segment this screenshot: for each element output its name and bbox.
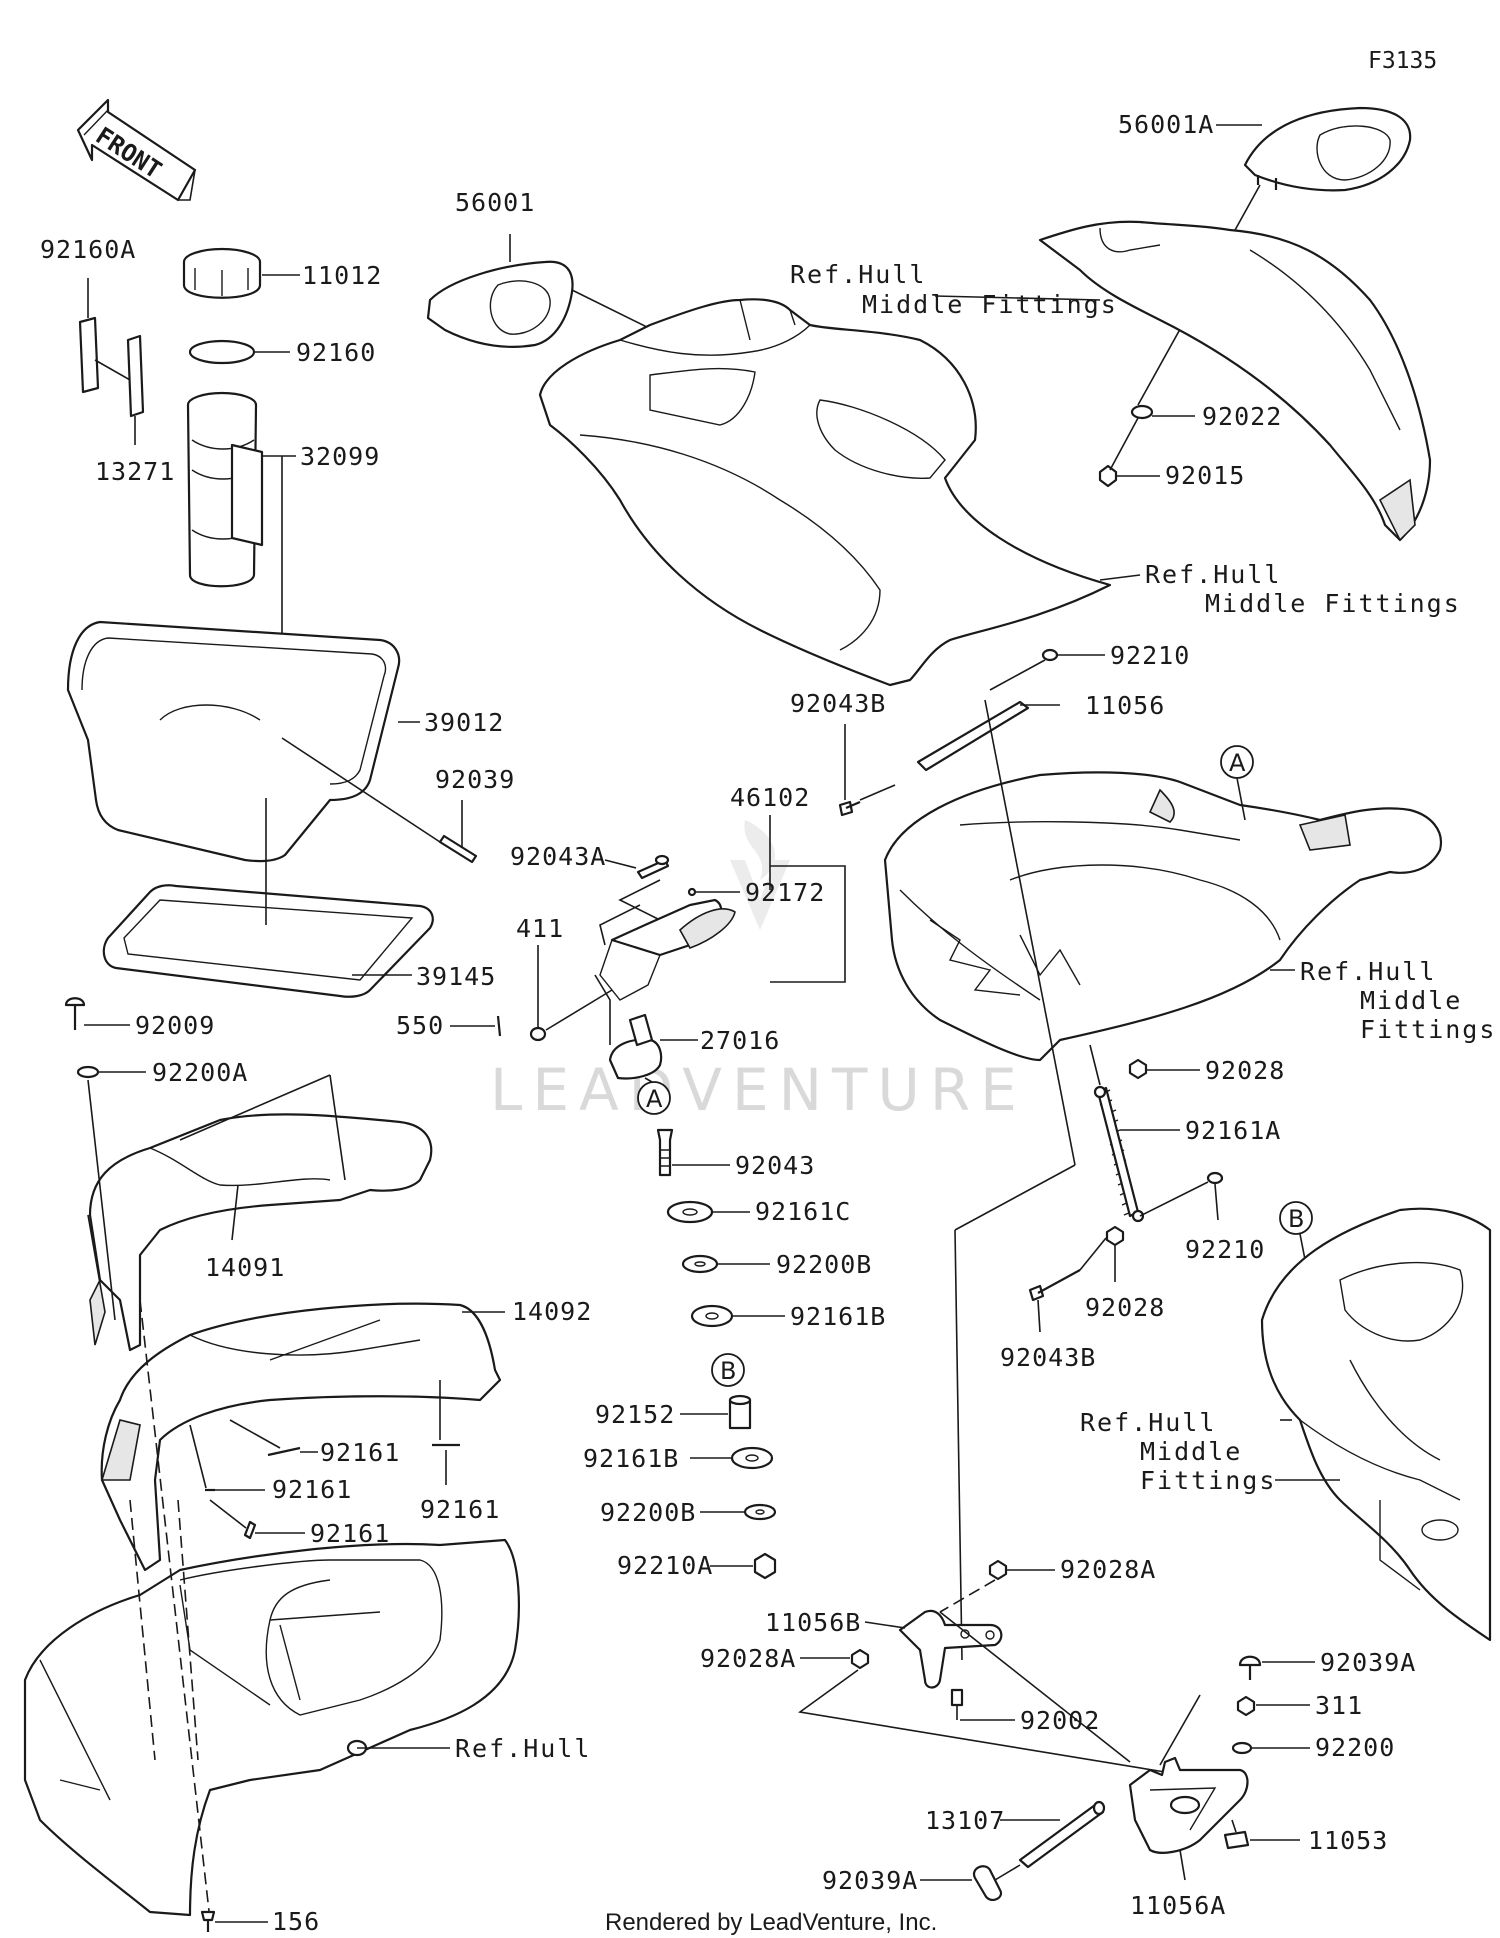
label-92200B-2: 92200B: [600, 1498, 696, 1527]
label-92210-2: 92210: [1185, 1235, 1265, 1264]
label-92160A: 92160A: [40, 235, 136, 264]
label-92152: 92152: [595, 1400, 675, 1429]
label-92161C: 92161C: [755, 1197, 851, 1226]
label-92160: 92160: [296, 338, 376, 367]
part-39012-box-drawing: [66, 620, 401, 863]
label-92161-1: 92161: [320, 1438, 400, 1467]
label-92161-4: 92161: [420, 1495, 500, 1524]
label-92210-top: 92210: [1110, 641, 1190, 670]
label-92039A-1: 92039A: [1320, 1648, 1416, 1677]
label-46102: 46102: [730, 783, 810, 812]
label-13271: 13271: [95, 457, 175, 486]
svg-text:A: A: [1229, 749, 1246, 777]
label-156: 156: [272, 1907, 320, 1936]
label-56001: 56001: [455, 188, 535, 217]
ref-hull-right-console-drawing: [1038, 220, 1432, 542]
label-ref-hull-top-2-line2: Middle Fittings: [1205, 589, 1461, 618]
label-ref-hull-mid-2: Middle: [1360, 986, 1462, 1015]
svg-text:A: A: [646, 1085, 663, 1113]
label-92002: 92002: [1020, 1706, 1100, 1735]
label-411: 411: [516, 914, 564, 943]
label-92200A: 92200A: [152, 1058, 248, 1087]
label-14092: 14092: [512, 1297, 592, 1326]
footer-credit: Rendered by LeadVenture, Inc.: [605, 1909, 937, 1936]
label-11056A: 11056A: [1130, 1891, 1226, 1920]
ref-hull-center-panel-drawing: [538, 298, 1112, 687]
label-92161-2: 92161: [272, 1475, 352, 1504]
svg-text:B: B: [720, 1357, 736, 1385]
label-92161-3: 92161: [310, 1519, 390, 1548]
label-27016: 27016: [700, 1026, 780, 1055]
label-92043: 92043: [735, 1151, 815, 1180]
label-39012: 39012: [424, 708, 504, 737]
label-ref-hull-front: Ref.Hull: [455, 1734, 591, 1763]
part-14091-cover-drawing: [87, 1113, 433, 1352]
callout-a-center: A: [637, 1081, 671, 1115]
part-56001-mirror-drawing: [426, 260, 574, 348]
label-39145: 39145: [416, 962, 496, 991]
label-92015: 92015: [1165, 461, 1245, 490]
label-92009: 92009: [135, 1011, 215, 1040]
part-14092-trim-drawing: [100, 1302, 502, 1572]
label-92028A-1: 92028A: [1060, 1555, 1156, 1584]
label-ref-hull-right-2: Middle: [1140, 1437, 1242, 1466]
part-92043-stud-drawing: [656, 1128, 674, 1177]
part-27016-knob-drawing: [608, 1013, 663, 1080]
ref-hull-deck-drawing: [23, 1538, 520, 1917]
label-ref-hull-mid-1: Ref.Hull: [1300, 957, 1436, 986]
label-92172: 92172: [745, 878, 825, 907]
label-92200B-1: 92200B: [776, 1250, 872, 1279]
label-32099: 32099: [300, 442, 380, 471]
label-11056B: 11056B: [765, 1608, 861, 1637]
label-92200: 92200: [1315, 1733, 1395, 1762]
callout-b-center: B: [711, 1353, 745, 1387]
part-11056B-bracket-drawing: [898, 1609, 1003, 1689]
label-92161B-1: 92161B: [790, 1302, 886, 1331]
svg-text:B: B: [1288, 1205, 1304, 1233]
ref-hull-rear-panel-drawing: [883, 771, 1443, 1062]
label-ref-hull-right-1: Ref.Hull: [1080, 1408, 1216, 1437]
part-32099-neck-drawing: [186, 391, 264, 588]
part-92161A-spring-drawing: [1093, 1085, 1145, 1223]
part-11012-cap-drawing: [182, 247, 262, 299]
label-92039: 92039: [435, 765, 515, 794]
label-11053: 11053: [1308, 1826, 1388, 1855]
label-ref-hull-top-1-line2: Middle Fittings: [862, 290, 1118, 319]
part-92160A-drawing: [78, 316, 100, 394]
label-92028A-2: 92028A: [700, 1644, 796, 1673]
callout-b-right: B: [1279, 1201, 1313, 1235]
callout-a-right: A: [1220, 745, 1254, 779]
label-56001A: 56001A: [1118, 110, 1214, 139]
label-92043B-2: 92043B: [1000, 1343, 1096, 1372]
watermark-text: LEADVENTURE: [490, 1056, 1027, 1124]
ref-hull-right-interior-drawing: [1260, 1207, 1492, 1642]
label-92161B-2: 92161B: [583, 1444, 679, 1473]
label-11012: 11012: [302, 261, 382, 290]
label-311: 311: [1315, 1691, 1363, 1720]
label-92161A: 92161A: [1185, 1116, 1281, 1145]
label-92028-2: 92028: [1085, 1293, 1165, 1322]
part-39145-gasket-drawing: [102, 884, 434, 998]
label-92043A: 92043A: [510, 842, 606, 871]
label-92039A-2: 92039A: [822, 1866, 918, 1895]
label-ref-hull-top-1: Ref.Hull: [790, 260, 926, 289]
label-13107: 13107: [925, 1806, 1005, 1835]
label-550: 550: [396, 1011, 444, 1040]
part-56001A-mirror-drawing: [1243, 106, 1412, 192]
label-ref-hull-right-3: Fittings: [1140, 1466, 1276, 1495]
label-14091: 14091: [205, 1253, 285, 1282]
front-arrow-icon: FRONT: [76, 98, 197, 202]
part-11056A-bracket-drawing: [1128, 1756, 1249, 1854]
label-92210A: 92210A: [617, 1551, 713, 1580]
label-92043B-top: 92043B: [790, 689, 886, 718]
label-ref-hull-top-2: Ref.Hull: [1145, 560, 1281, 589]
label-92022: 92022: [1202, 402, 1282, 431]
label-11056: 11056: [1085, 691, 1165, 720]
sheet-code: F3135: [1368, 48, 1437, 74]
label-92028-1: 92028: [1205, 1056, 1285, 1085]
label-ref-hull-mid-3: Fittings: [1360, 1015, 1496, 1044]
watermark: LEADVENTURE: [490, 820, 1027, 1124]
part-46102-latch-drawing: [599, 898, 736, 1001]
